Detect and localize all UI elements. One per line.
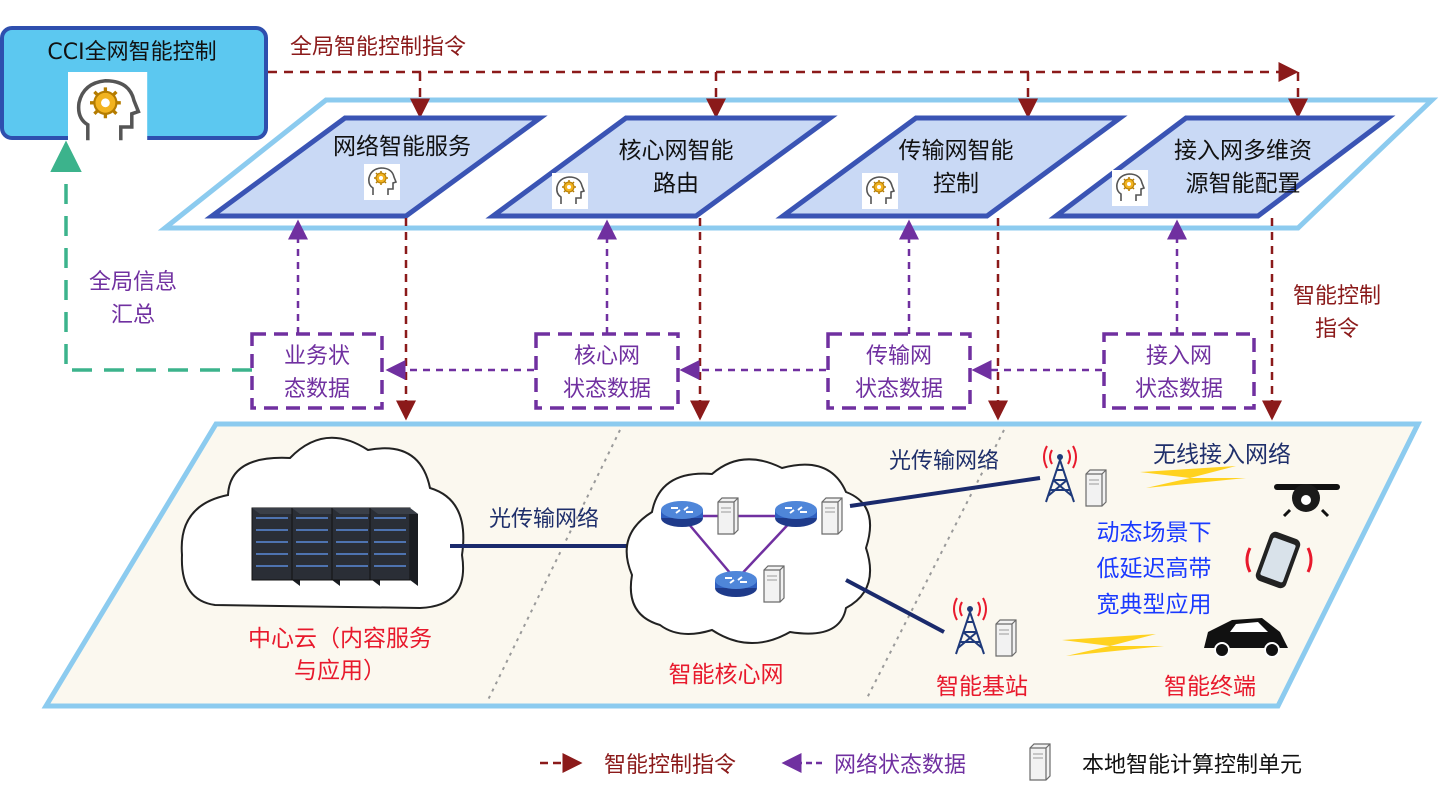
app-label-2: 低延迟高带 bbox=[1097, 556, 1212, 582]
status-box-3b: 状态数据 bbox=[855, 377, 943, 402]
legend-command-label: 智能控制指令 bbox=[604, 753, 736, 778]
status-box-core[interactable]: 核心网 状态数据 bbox=[534, 332, 680, 410]
service-label-1: 网络智能服务 bbox=[333, 134, 471, 160]
service-network-intelligent[interactable]: 网络智能服务 bbox=[204, 115, 548, 219]
core-network-cloud[interactable] bbox=[625, 458, 871, 644]
legend-status-label: 网络状态数据 bbox=[834, 753, 966, 778]
service-2-brain-gear-icon bbox=[551, 172, 589, 210]
app-label-3: 宽典型应用 bbox=[1097, 592, 1212, 618]
car-icon bbox=[1204, 618, 1288, 658]
cloud-label-1: 中心云（内容服务 bbox=[248, 626, 432, 652]
global-info-label-1: 全局信息 bbox=[89, 270, 177, 295]
local-unit-icon bbox=[717, 497, 739, 535]
status-box-2b: 状态数据 bbox=[563, 377, 651, 402]
service-label-3b: 控制 bbox=[933, 171, 979, 197]
status-box-1b: 态数据 bbox=[284, 377, 350, 402]
service-core-routing[interactable]: 核心网智能 路由 bbox=[485, 115, 838, 219]
legend: 智能控制指令 网络状态数据 本地智能计算控制单元 bbox=[540, 743, 1302, 781]
service-transport-control[interactable]: 传输网智能 控制 bbox=[775, 115, 1128, 219]
cci-box[interactable]: CCI全网智能控制 bbox=[0, 26, 268, 153]
service-3-brain-gear-icon bbox=[861, 172, 899, 210]
service-label-2b: 路由 bbox=[653, 171, 699, 197]
cloud-label-2: 与应用） bbox=[294, 658, 386, 684]
status-box-service[interactable]: 业务状 态数据 bbox=[250, 332, 384, 410]
global-info-label-2: 汇总 bbox=[111, 303, 155, 328]
smart-command-label-1: 智能控制 bbox=[1293, 284, 1381, 309]
cci-brain-gear-icon bbox=[66, 70, 149, 153]
optical-link-3 bbox=[845, 578, 945, 634]
terminal-label: 智能终端 bbox=[1164, 674, 1256, 700]
server-rack-icon bbox=[369, 507, 419, 587]
status-box-2a: 核心网 bbox=[574, 344, 640, 369]
service-access-resource[interactable]: 接入网多维资 源智能配置 bbox=[1048, 115, 1396, 219]
region-dividers bbox=[487, 429, 1005, 701]
optical-link-label-1: 光传输网络 bbox=[489, 507, 599, 532]
global-info-arrow bbox=[50, 140, 252, 372]
drone-icon bbox=[1274, 484, 1340, 518]
service-1-brain-gear-icon bbox=[363, 163, 401, 201]
optical-link-label-2: 光传输网络 bbox=[889, 449, 999, 474]
wireless-access-label: 无线接入网络 bbox=[1153, 442, 1291, 468]
status-box-4b: 状态数据 bbox=[1135, 377, 1223, 402]
status-box-transport[interactable]: 传输网 状态数据 bbox=[826, 332, 972, 410]
service-4-brain-gear-icon bbox=[1111, 169, 1149, 207]
local-unit-icon bbox=[1085, 469, 1107, 507]
global-command-label: 全局智能控制指令 bbox=[290, 35, 466, 60]
service-label-3a: 传输网智能 bbox=[899, 138, 1014, 164]
service-label-2a: 核心网智能 bbox=[619, 138, 734, 164]
status-box-access[interactable]: 接入网 状态数据 bbox=[1102, 332, 1256, 410]
core-network-label: 智能核心网 bbox=[669, 662, 784, 688]
legend-unit-label: 本地智能计算控制单元 bbox=[1082, 753, 1302, 778]
local-unit-icon bbox=[821, 497, 843, 535]
status-box-1a: 业务状 bbox=[284, 344, 350, 369]
app-label-1: 动态场景下 bbox=[1097, 520, 1212, 546]
cci-title: CCI全网智能控制 bbox=[47, 40, 216, 65]
local-unit-icon bbox=[763, 565, 785, 603]
smart-command-arrows bbox=[396, 218, 1282, 421]
status-box-4a: 接入网 bbox=[1146, 344, 1212, 369]
optical-link-2 bbox=[849, 476, 1041, 508]
central-cloud[interactable] bbox=[180, 436, 465, 610]
router-icon bbox=[714, 570, 758, 598]
local-unit-icon bbox=[995, 619, 1017, 657]
wireless-bolt-icon bbox=[1062, 466, 1246, 656]
legend-local-unit-icon bbox=[1029, 743, 1051, 781]
smartphone-icon bbox=[1245, 531, 1313, 589]
status-box-3a: 传输网 bbox=[866, 344, 932, 369]
global-command-arrows bbox=[268, 62, 1308, 119]
smart-command-label-2: 指令 bbox=[1315, 317, 1359, 342]
router-icon bbox=[774, 500, 818, 528]
service-label-4a: 接入网多维资 bbox=[1174, 138, 1312, 164]
base-station-label: 智能基站 bbox=[936, 674, 1028, 700]
router-icon bbox=[660, 500, 704, 528]
service-label-4b: 源智能配置 bbox=[1186, 171, 1301, 197]
status-up-arrows bbox=[288, 219, 1187, 334]
